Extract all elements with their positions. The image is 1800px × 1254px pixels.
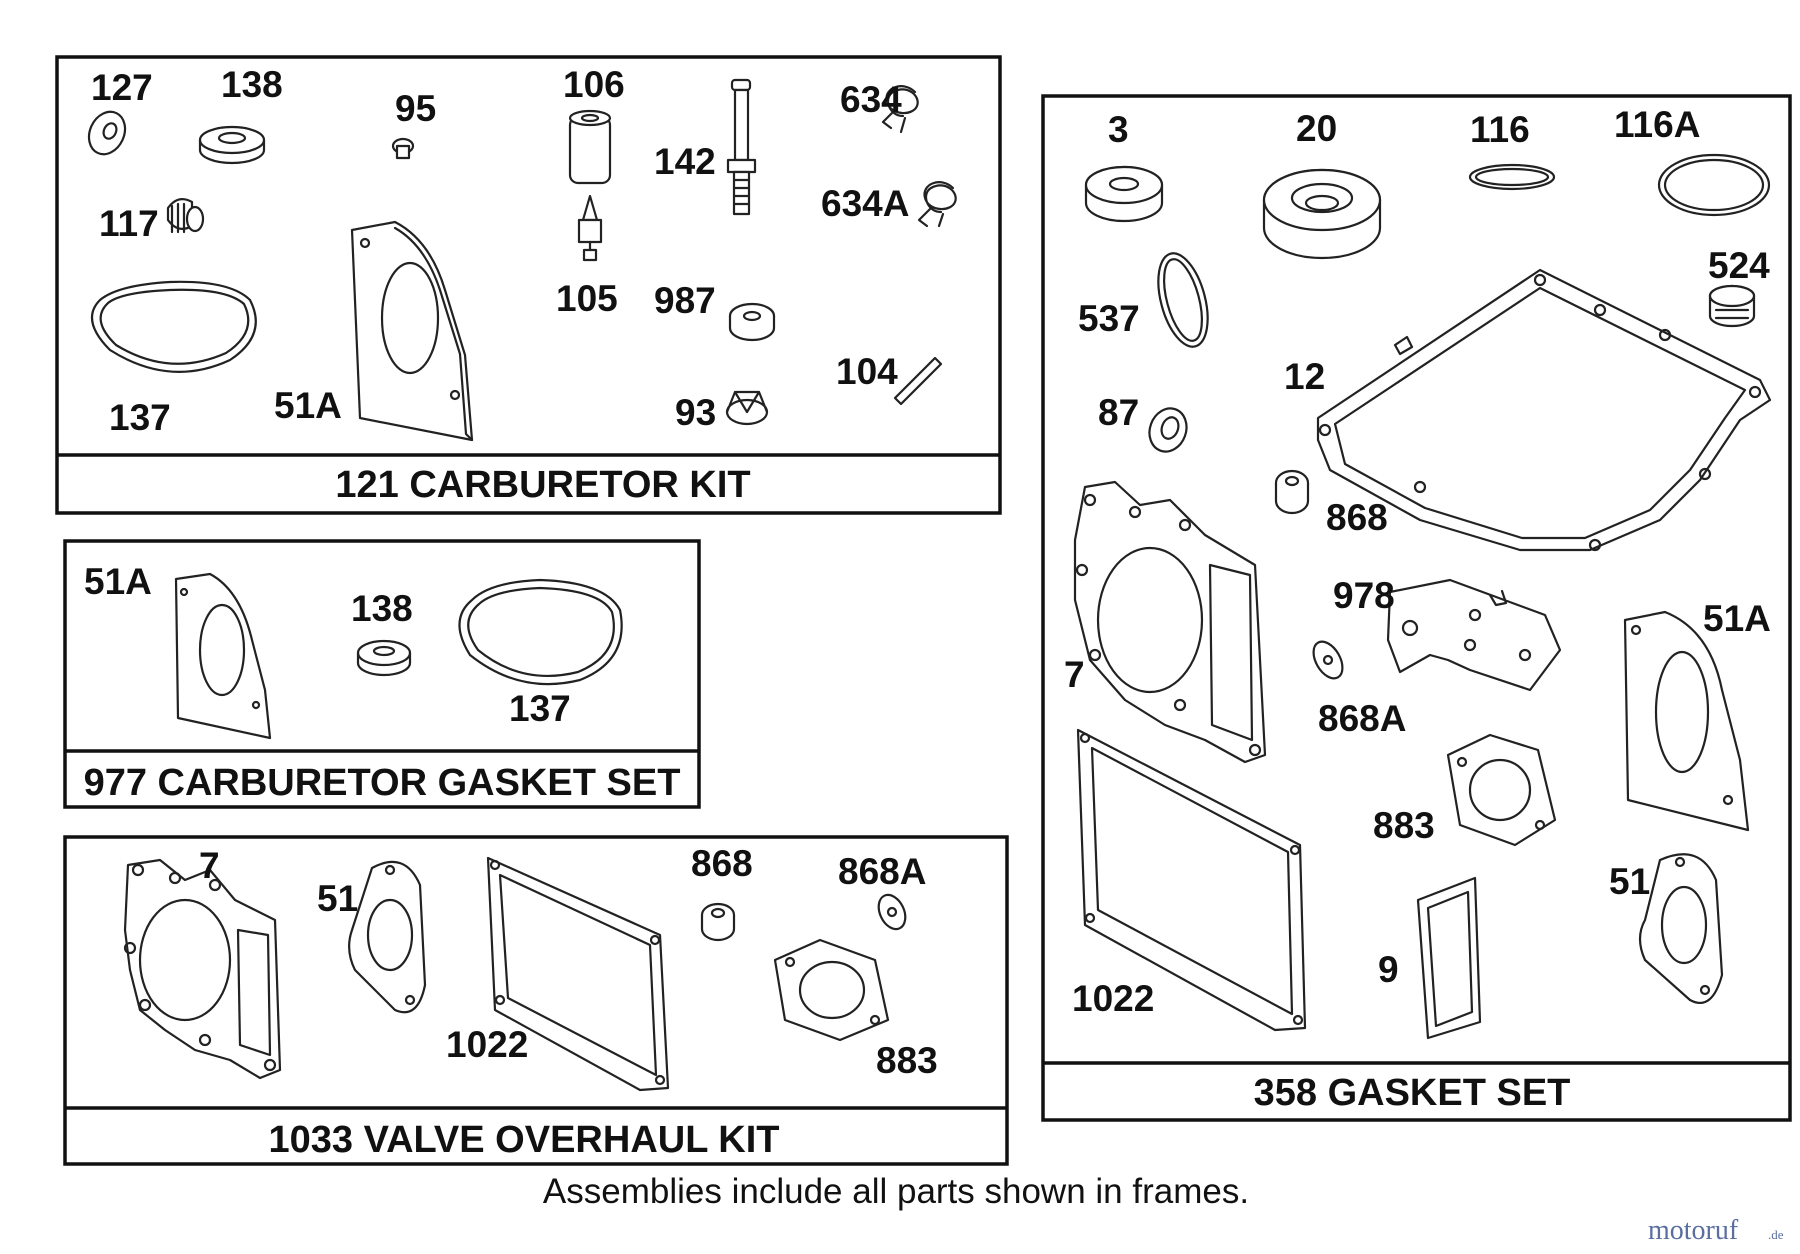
part-3-icon — [1084, 165, 1164, 223]
part-9-icon — [1416, 876, 1482, 1040]
part-51-icon — [1638, 853, 1724, 1005]
part-label: 116 — [1470, 109, 1530, 150]
part-87-icon — [1148, 407, 1188, 453]
part-label: 1022 — [1072, 978, 1154, 1019]
part-883-icon — [773, 938, 890, 1042]
part-634A-icon — [917, 181, 957, 228]
part-label: 127 — [91, 67, 153, 108]
frame-carburetor-gasket-set: 977 CARBURETOR GASKET SET — [63, 539, 701, 809]
part-label: 7 — [199, 845, 220, 886]
part-label: 7 — [1064, 654, 1085, 695]
part-7-icon — [123, 858, 282, 1080]
part-label: 142 — [654, 141, 716, 182]
part-label: 51 — [317, 878, 358, 919]
footer-note: Assemblies include all parts shown in fr… — [543, 1172, 1249, 1211]
part-12-icon — [1316, 268, 1772, 552]
part-116A-icon — [1657, 153, 1771, 217]
gasket-set-parts — [1073, 153, 1772, 1040]
part-label: 868 — [691, 843, 753, 884]
part-7-icon — [1073, 480, 1267, 764]
part-label: 634 — [840, 79, 902, 120]
watermark-text: motoruf — [1648, 1215, 1739, 1246]
part-137-icon — [458, 578, 623, 686]
part-label: 51 — [1609, 861, 1650, 902]
part-label: 93 — [675, 392, 716, 433]
frame-title: 1033 VALVE OVERHAUL KIT — [268, 1119, 779, 1161]
part-116-icon — [1468, 163, 1556, 191]
part-127-icon — [87, 110, 127, 156]
part-868-icon — [700, 902, 736, 942]
part-label: 137 — [509, 688, 571, 729]
carb-gasket-parts — [174, 572, 623, 740]
part-1022-icon — [1076, 728, 1307, 1032]
part-117-icon — [166, 197, 205, 234]
part-978-icon — [1386, 578, 1562, 692]
part-label: 138 — [221, 64, 283, 105]
part-label: 105 — [556, 278, 618, 319]
part-label: 883 — [1373, 805, 1435, 846]
part-105-icon — [577, 194, 603, 262]
valve-kit-parts — [123, 856, 907, 1092]
part-104-icon — [893, 356, 943, 406]
part-label: 3 — [1108, 109, 1129, 150]
frame-title: 121 CARBURETOR KIT — [335, 464, 750, 506]
part-label: 104 — [836, 351, 898, 392]
part-label: 537 — [1078, 298, 1140, 339]
part-label: 987 — [654, 280, 716, 321]
frame-carburetor-kit: 121 CARBURETOR KIT — [55, 55, 1002, 515]
label-layer: 127 138 95 106 634 117 142 634A 105 987 … — [84, 64, 1771, 1081]
part-label: 524 — [1708, 245, 1770, 286]
part-137-icon — [90, 280, 257, 373]
carb-kit-parts — [87, 78, 957, 442]
part-label: 868 — [1326, 497, 1388, 538]
watermark-logo: motoruf .de — [1648, 1215, 1784, 1246]
part-106-icon — [568, 109, 612, 185]
part-51-icon — [348, 860, 427, 1014]
watermark-suffix: .de — [1768, 1227, 1784, 1242]
part-51A-icon — [350, 220, 474, 442]
part-label: 9 — [1378, 949, 1399, 990]
part-1022-icon — [486, 856, 670, 1092]
part-label: 868A — [838, 851, 926, 892]
part-868A-icon — [877, 893, 907, 931]
part-label: 106 — [563, 64, 625, 105]
part-label: 137 — [109, 397, 171, 438]
part-51A-icon — [174, 572, 272, 740]
part-868A-icon — [1312, 640, 1344, 680]
part-524-icon — [1708, 284, 1756, 328]
part-label: 20 — [1296, 108, 1337, 149]
part-label: 87 — [1098, 392, 1139, 433]
part-label: 12 — [1284, 356, 1325, 397]
part-label: 116A — [1614, 104, 1700, 145]
part-label: 51A — [1703, 598, 1771, 639]
part-label: 95 — [395, 88, 436, 129]
part-537-icon — [1157, 252, 1209, 348]
part-label: 51A — [84, 561, 152, 602]
part-987-icon — [728, 302, 776, 342]
part-142-icon — [726, 78, 757, 216]
frame-title: 358 GASKET SET — [1254, 1072, 1571, 1114]
part-label: 868A — [1318, 698, 1406, 739]
part-label: 978 — [1333, 575, 1395, 616]
part-label: 138 — [351, 588, 413, 629]
frame-title: 977 CARBURETOR GASKET SET — [84, 762, 681, 804]
part-20-icon — [1262, 168, 1382, 260]
part-label: 634A — [821, 183, 909, 224]
part-95-icon — [391, 137, 415, 160]
frame-gasket-set: 358 GASKET SET — [1041, 94, 1792, 1122]
part-138-icon — [198, 125, 266, 165]
part-93-icon — [725, 390, 769, 426]
part-868-icon — [1274, 469, 1310, 515]
part-51A-icon — [1623, 610, 1750, 832]
frame-valve-overhaul-kit: 1033 VALVE OVERHAUL KIT — [63, 835, 1009, 1166]
part-883-icon — [1446, 733, 1557, 847]
part-label: 883 — [876, 1040, 938, 1081]
part-label: 117 — [99, 203, 159, 244]
part-label: 1022 — [446, 1024, 528, 1065]
part-138-icon — [356, 639, 412, 677]
part-634-icon — [881, 85, 919, 134]
part-label: 51A — [274, 385, 342, 426]
